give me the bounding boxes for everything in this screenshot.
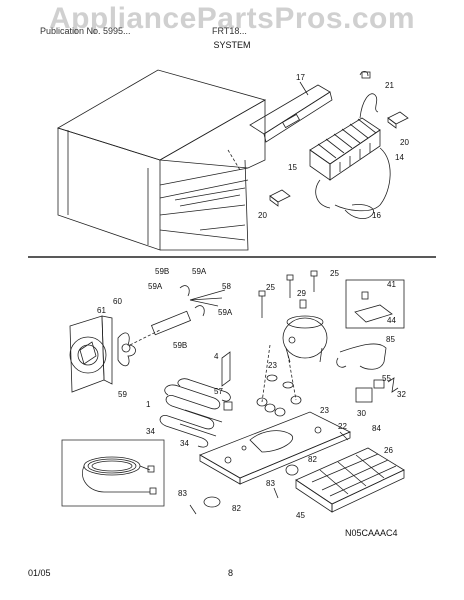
start-relay <box>355 387 373 403</box>
callout-57: 57 <box>214 387 223 396</box>
callout-20b: 20 <box>258 211 267 220</box>
callouts-top: 17 21 20 15 14 20 16 <box>258 73 409 220</box>
callout-84: 84 <box>372 424 381 433</box>
callout-41: 41 <box>387 280 396 289</box>
callout-59b-b: 59B <box>173 341 187 350</box>
defrost-heater-tube <box>334 147 391 212</box>
callout-83b: 83 <box>266 479 275 488</box>
callout-23b: 23 <box>320 406 329 415</box>
callout-4: 4 <box>214 352 219 361</box>
callout-25b: 25 <box>330 269 339 278</box>
callout-59a-c: 59A <box>218 308 233 317</box>
callout-82: 82 <box>308 455 317 464</box>
condenser-fan-shroud <box>69 315 113 393</box>
callout-23: 23 <box>268 361 277 370</box>
callout-58: 58 <box>222 282 231 291</box>
callout-34: 34 <box>146 427 155 436</box>
publication-number: Publication No. 5995... <box>40 26 131 36</box>
callout-15: 15 <box>288 163 297 172</box>
page-number: 8 <box>228 568 234 578</box>
callout-26: 26 <box>384 446 393 455</box>
callouts-bottom: 59B 59A 58 59A 60 61 59A 59B 59 25 25 29… <box>97 267 406 520</box>
wire-harness <box>82 456 157 495</box>
callout-59a-b: 59A <box>148 282 163 291</box>
evaporator-coil <box>309 93 381 181</box>
foam-block <box>387 111 409 125</box>
callout-34b: 34 <box>180 439 189 448</box>
callout-29: 29 <box>297 289 306 298</box>
callout-14: 14 <box>395 153 404 162</box>
callout-30: 30 <box>357 409 366 418</box>
callout-59: 59 <box>118 390 127 399</box>
diagram-code: N05CAAAC4 <box>345 528 398 538</box>
footer-date: 01/05 <box>28 568 51 578</box>
callout-45: 45 <box>296 511 305 520</box>
compressor-base-plate <box>199 411 351 485</box>
callout-61: 61 <box>97 306 106 315</box>
model-number: FRT18... <box>212 26 247 36</box>
refrigerator-cabinet <box>57 69 267 251</box>
fan-motor <box>150 310 192 336</box>
callout-16: 16 <box>372 211 381 220</box>
callout-59b: 59B <box>155 267 169 276</box>
callout-59a: 59A <box>192 267 207 276</box>
callout-82b: 82 <box>232 504 241 513</box>
watermark-logo: AppliancePartsPros.com <box>48 2 416 35</box>
callout-83: 83 <box>178 489 187 498</box>
callout-32: 32 <box>397 390 406 399</box>
compressor <box>282 299 328 363</box>
callout-20: 20 <box>400 138 409 147</box>
drain-pan <box>295 447 405 513</box>
fan-blade <box>117 332 136 367</box>
evaporator-cover <box>249 81 333 143</box>
callout-55: 55 <box>382 374 391 383</box>
callout-25: 25 <box>266 283 275 292</box>
callout-85: 85 <box>386 335 395 344</box>
callout-60: 60 <box>113 297 122 306</box>
callout-21: 21 <box>385 81 394 90</box>
callout-1: 1 <box>146 400 151 409</box>
section-title: SYSTEM <box>213 40 251 50</box>
condenser-coil <box>159 378 231 448</box>
callout-44: 44 <box>387 316 396 325</box>
callout-22: 22 <box>338 422 347 431</box>
callout-17: 17 <box>296 73 305 82</box>
